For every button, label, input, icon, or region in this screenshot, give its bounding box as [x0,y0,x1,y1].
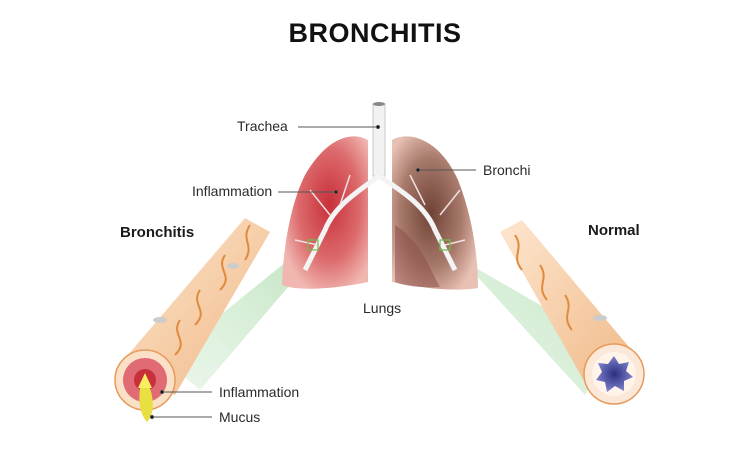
zoom-box-right [439,239,451,251]
label-normal: Normal [588,222,640,239]
zoom-cone-right [444,240,610,395]
right-lung-normal [392,136,478,290]
diagram-title: BRONCHITIS [288,18,462,48]
label-inflammation-airway: Inflammation [219,384,300,400]
left-lung-inflamed [282,136,368,289]
label-trachea: Trachea [237,118,288,134]
label-bronchitis: Bronchitis [120,224,195,241]
label-inflammation-lung: Inflammation [192,183,273,199]
label-bronchi: Bronchi [483,162,531,178]
leader-lines [149,124,476,420]
trachea-tube [294,102,466,272]
zoom-cone-left [165,240,318,390]
bronchitis-airway [114,218,270,422]
zoom-box-left [307,239,319,251]
label-lungs: Lungs [363,300,402,316]
label-mucus: Mucus [219,409,261,425]
normal-airway [500,220,645,405]
